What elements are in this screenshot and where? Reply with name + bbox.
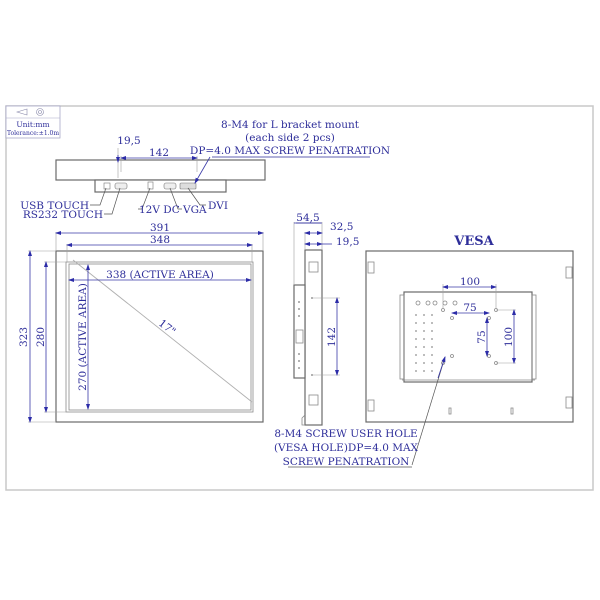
title-block: Unit:mm Tolerance:±1.0m [5, 105, 61, 139]
dim-bezel-width: 348 [150, 234, 170, 246]
top-view: 19,5 142 8-M4 for L bracket mount (each … [20, 119, 390, 221]
dim-bracket-spacing: 142 [326, 327, 338, 347]
vesa-note-line2: (VESA HOLE)DP=4.0 MAX [274, 442, 419, 454]
vesa-dim-75-v: 75 [476, 330, 488, 343]
bracket-note-line1: 8-M4 for L bracket mount [221, 119, 360, 131]
rear-view: VESA [274, 234, 574, 468]
vesa-dim-100-v: 100 [503, 327, 515, 347]
dim-active-height: 270 (ACTIVE AREA) [77, 283, 89, 391]
bracket-note-line3: DP=4.0 MAX SCREW PENATRATION [190, 145, 390, 157]
port-label-usb-touch: USB TOUCH [20, 200, 89, 212]
dim-depth-front: 19,5 [336, 236, 359, 248]
unit-label: Unit:mm [16, 120, 49, 129]
vesa-note-line1: 8-M4 SCREW USER HOLE [274, 428, 417, 440]
tolerance-label: Tolerance:±1.0m [7, 130, 59, 137]
dim-outer-height: 323 [18, 327, 30, 347]
port-label-dvi: DVI [208, 200, 228, 212]
projection-symbol-icon [15, 108, 44, 116]
side-view: 54,5 32,5 19,5 142 [293, 212, 359, 426]
vesa-title: VESA [453, 234, 494, 249]
dim-top-offset: 19,5 [117, 135, 140, 147]
dvi-port-icon [179, 182, 197, 190]
dim-top-spacing: 142 [149, 147, 169, 159]
dim-depth-mid: 32,5 [330, 221, 353, 233]
bracket-note-line2: (each side 2 pcs) [245, 132, 335, 144]
vesa-note-line3: SCREW PENATRATION [283, 456, 410, 468]
front-view: 391 348 338 (ACTIVE AREA) 323 280 270 (A… [18, 222, 264, 423]
dim-active-width: 338 (ACTIVE AREA) [106, 269, 214, 281]
drawing-frame [5, 105, 594, 491]
dim-bezel-height: 280 [35, 327, 47, 347]
rs232-port-icon [114, 182, 128, 190]
dim-total-depth: 54,5 [296, 212, 319, 224]
vesa-dim-75-h: 75 [463, 302, 476, 314]
port-label-12v-dc: 12V DC [139, 204, 180, 216]
dc-port-icon [147, 181, 154, 190]
dim-outer-width: 391 [150, 222, 170, 234]
vga-port-icon [163, 182, 177, 190]
usb-port-icon [103, 182, 111, 190]
port-label-rs232-touch: RS232 TOUCH [23, 209, 103, 221]
port-label-vga: VGA [182, 204, 207, 216]
vesa-dim-100-h: 100 [460, 276, 480, 288]
